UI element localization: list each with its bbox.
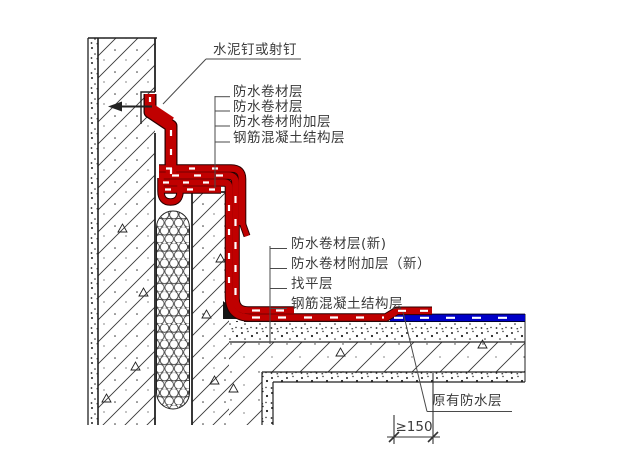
membrane-roof-run bbox=[159, 179, 432, 321]
label-wall-membrane-additional: 防水卷材附加层 bbox=[233, 114, 331, 130]
leader-lines bbox=[162, 58, 512, 412]
label-leveling-layer: 找平层 bbox=[291, 276, 333, 292]
aggregate-triangle-symbols bbox=[101, 223, 488, 403]
label-wall-rc-structure: 钢筋混凝土结构层 bbox=[233, 130, 345, 146]
new-membrane bbox=[143, 94, 523, 322]
dimension-lines bbox=[387, 373, 440, 444]
nail-arrow-icon bbox=[108, 101, 152, 112]
insulation-column bbox=[156, 210, 190, 410]
label-nail: 水泥钉或射钉 bbox=[213, 42, 297, 58]
label-roof-membrane-additional-new: 防水卷材附加层（新） bbox=[291, 256, 431, 272]
parapet-structure-hatch bbox=[192, 192, 229, 425]
label-existing-waterproof-layer: 原有防水层 bbox=[432, 393, 502, 409]
label-roof-rc-structure: 钢筋混凝土结构层 bbox=[291, 296, 403, 312]
dimension-label: ≥150 bbox=[395, 419, 433, 435]
ceiling-plaster-band bbox=[262, 372, 525, 425]
label-wall-membrane-2: 防水卷材层 bbox=[233, 99, 303, 115]
label-roof-membrane-new: 防水卷材层(新) bbox=[291, 236, 387, 252]
membrane-drip-loop bbox=[158, 178, 183, 205]
leveling-layer-band bbox=[229, 321, 525, 342]
existing-wall-plaster-strip bbox=[88, 38, 98, 425]
roof-structure-hatch bbox=[229, 342, 525, 425]
label-wall-membrane-1: 防水卷材层 bbox=[233, 84, 303, 100]
